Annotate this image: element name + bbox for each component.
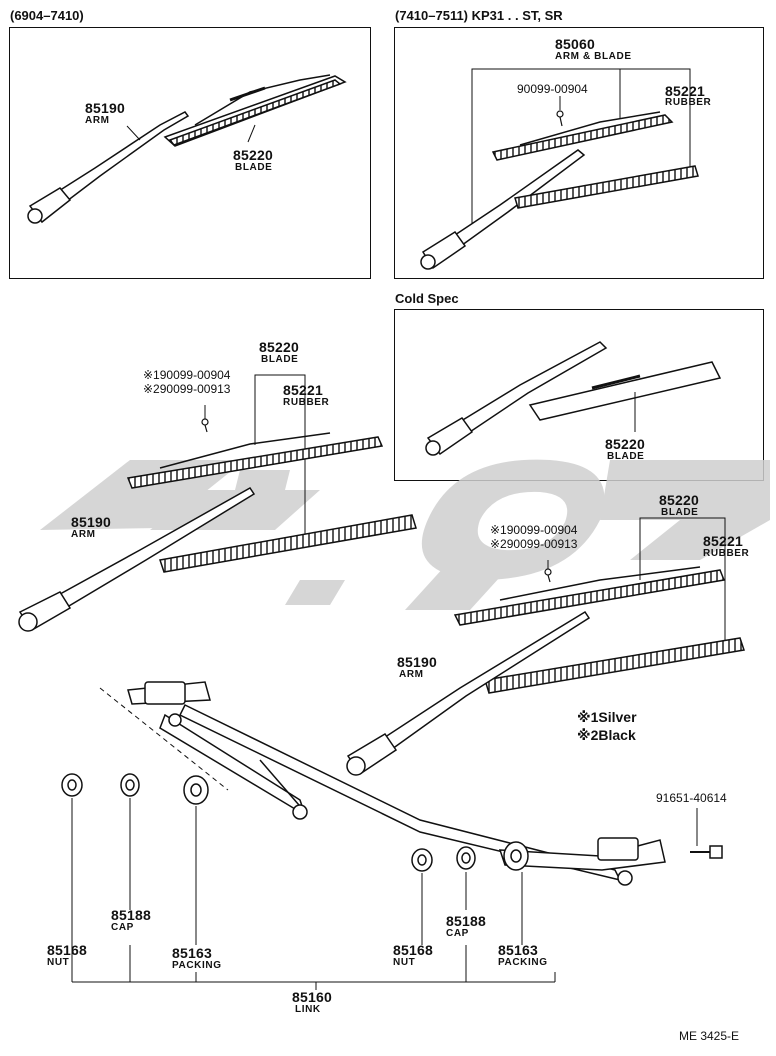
right-cap-number: 85188 — [446, 913, 486, 929]
late-arm-blade-name: ARM & BLADE — [555, 51, 632, 62]
mid-blade-number: 85220 — [259, 339, 299, 355]
left-nut-number: 85168 — [47, 942, 87, 958]
right-screw-number-2: ※290099-00913 — [490, 537, 578, 551]
bolt-number: 91651-40614 — [656, 791, 727, 805]
right-screw-drawing — [544, 568, 552, 583]
right-rubber-number: 85221 — [703, 533, 743, 549]
right-bracket-lines — [547, 517, 726, 645]
right-arm-number: 85190 — [397, 654, 437, 670]
mid-screw-number-1: ※190099-00904 — [143, 368, 231, 382]
left-packing-name: PACKING — [172, 960, 222, 971]
left-cap-name: CAP — [111, 922, 134, 933]
right-blade-drawing — [453, 566, 726, 626]
late-screw-drawing — [556, 110, 564, 127]
link-name: LINK — [295, 1004, 321, 1015]
cold-arm-drawing — [425, 341, 608, 456]
early-blade-number: 85220 — [233, 147, 273, 163]
mid-bracket-lines — [204, 374, 306, 545]
late-arm-blade-number: 85060 — [555, 36, 595, 52]
right-rubber-name: RUBBER — [703, 548, 750, 559]
cold-blade-number: 85220 — [605, 436, 645, 452]
mid-rubber-drawing — [159, 514, 417, 573]
early-arm-name: ARM — [85, 115, 110, 126]
left-nut-name: NUT — [47, 957, 70, 968]
right-blade-number: 85220 — [659, 492, 699, 508]
late-screw-number: 90099-00904 — [517, 82, 588, 96]
early-blade-drawing — [163, 74, 347, 147]
cold-blade-drawing — [528, 361, 722, 421]
early-arm-number: 85190 — [85, 100, 125, 116]
late-rubber-number: 85221 — [665, 83, 705, 99]
cold-spec-header: Cold Spec — [395, 291, 459, 306]
mid-arm-drawing — [18, 487, 256, 632]
lower-leader-lines — [71, 798, 698, 990]
late-bracket-lines — [471, 68, 691, 225]
right-screw-number-1: ※190099-00904 — [490, 523, 578, 537]
late-arm-drawing — [420, 149, 586, 270]
late-rubber-name: RUBBER — [665, 97, 712, 108]
figure-code: ME 3425-E — [679, 1029, 740, 1043]
left-cap-number: 85188 — [111, 907, 151, 923]
early-arm-drawing — [27, 111, 190, 224]
mid-rubber-name: RUBBER — [283, 397, 330, 408]
early-blade-name: BLADE — [235, 162, 273, 173]
legend-note-silver: ※1Silver — [577, 709, 637, 725]
right-rubber-drawing — [484, 637, 745, 694]
right-nut-number: 85168 — [393, 942, 433, 958]
late-blade-drawing — [491, 111, 674, 161]
mid-blade-name: BLADE — [261, 354, 299, 365]
early-section-frame — [9, 27, 371, 279]
right-blade-name: BLADE — [661, 507, 699, 518]
left-packing-number: 85163 — [172, 945, 212, 961]
right-packing-number: 85163 — [498, 942, 538, 958]
mid-screw-drawing — [201, 418, 209, 433]
right-arm-name: ARM — [399, 669, 424, 680]
late-section-frame — [394, 27, 764, 279]
right-cap-name: CAP — [446, 928, 469, 939]
late-section-header: (7410–7511) KP31 . . ST, SR — [395, 8, 563, 23]
right-arm-drawing — [346, 610, 591, 776]
right-packing-name: PACKING — [498, 957, 548, 968]
right-nut-name: NUT — [393, 957, 416, 968]
link-number: 85160 — [292, 989, 332, 1005]
nut-cap-packing-drawings — [61, 773, 529, 872]
mid-arm-name: ARM — [71, 529, 96, 540]
early-section-header: (6904–7410) — [10, 8, 84, 23]
mid-rubber-number: 85221 — [283, 382, 323, 398]
mid-arm-number: 85190 — [71, 514, 111, 530]
late-rubber-drawing — [514, 165, 699, 209]
mid-screw-number-2: ※290099-00913 — [143, 382, 231, 396]
linkage-drawing — [99, 681, 723, 886]
cold-blade-name: BLADE — [607, 451, 645, 462]
mid-blade-drawing — [126, 432, 384, 489]
legend-note-black: ※2Black — [577, 727, 636, 743]
